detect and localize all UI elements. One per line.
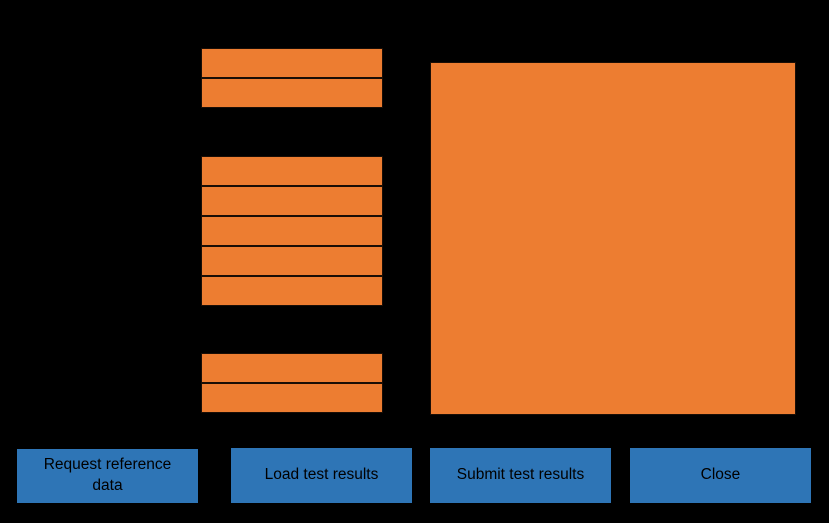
results-panel[interactable] bbox=[430, 62, 796, 415]
request-reference-data-button[interactable]: Request reference data bbox=[17, 449, 198, 503]
form-field-row[interactable] bbox=[201, 186, 383, 216]
form-field-row[interactable] bbox=[201, 156, 383, 186]
submit-test-results-button[interactable]: Submit test results bbox=[430, 448, 611, 503]
form-field-row[interactable] bbox=[201, 48, 383, 78]
form-field-row[interactable] bbox=[201, 78, 383, 108]
form-field-row[interactable] bbox=[201, 216, 383, 246]
form-field-row[interactable] bbox=[201, 383, 383, 413]
action-button-bar: Request reference data Load test results S… bbox=[0, 440, 829, 523]
form-field-row[interactable] bbox=[201, 276, 383, 306]
close-button[interactable]: Close bbox=[630, 448, 811, 503]
form-field-row[interactable] bbox=[201, 353, 383, 383]
form-field-row[interactable] bbox=[201, 246, 383, 276]
load-test-results-button[interactable]: Load test results bbox=[231, 448, 412, 503]
